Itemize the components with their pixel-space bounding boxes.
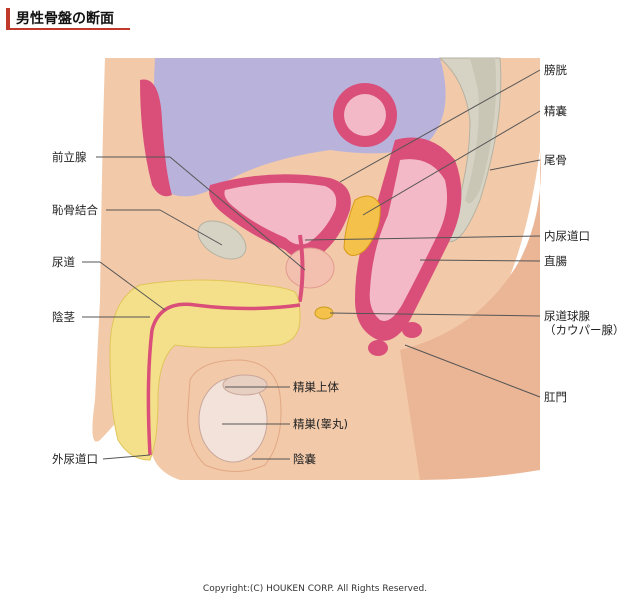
- label-anus: 肛門: [544, 390, 567, 404]
- epididymis-shape: [222, 374, 268, 396]
- pubic-bone: [197, 220, 247, 260]
- label-urethra: 尿道: [52, 255, 75, 269]
- label-coccyx: 尾骨: [544, 153, 567, 167]
- label-testis: 精巣(睾丸): [293, 417, 348, 431]
- anal-sphincter-right: [402, 322, 422, 338]
- rectum-inner: [369, 159, 448, 321]
- leader-lines: [82, 69, 541, 460]
- label-seminal-vesicle: 精嚢: [544, 104, 567, 118]
- intestine-loop-inner: [344, 94, 386, 136]
- label-bladder: 膀胱: [544, 63, 567, 77]
- abdominal-wall: [140, 79, 172, 197]
- sacrum-inner: [465, 58, 496, 204]
- label-internal-urethral-orifice: 内尿道口: [544, 229, 590, 243]
- prostate-shape: [285, 247, 335, 289]
- label-scrotum: 陰嚢: [293, 452, 316, 466]
- label-bulbourethral-gland: 尿道球腺: [544, 309, 590, 323]
- copyright-notice: Copyright:(C) HOUKEN CORP. All Rights Re…: [202, 584, 428, 594]
- seminal-vesicle-shape: [343, 195, 381, 256]
- label-epididymis: 精巣上体: [293, 380, 339, 394]
- label-external-urethral-orifice: 外尿道口: [52, 452, 98, 466]
- label-rectum: 直腸: [544, 254, 567, 268]
- penile-urethra: [146, 302, 301, 456]
- page-title: 男性骨盤の断面: [16, 11, 114, 27]
- label-pubic-symphysis: 恥骨結合: [52, 203, 98, 217]
- anal-sphincter-left: [368, 340, 388, 356]
- title-bar: 男性骨盤の断面: [6, 8, 130, 30]
- label-prostate: 前立腺: [52, 150, 87, 164]
- label-penis: 陰茎: [52, 310, 75, 324]
- bladder-inner: [224, 182, 337, 245]
- label-cowper-gland: （カウパー腺）: [544, 323, 625, 337]
- penis-body: [109, 279, 301, 461]
- buttock-shade: [400, 150, 541, 480]
